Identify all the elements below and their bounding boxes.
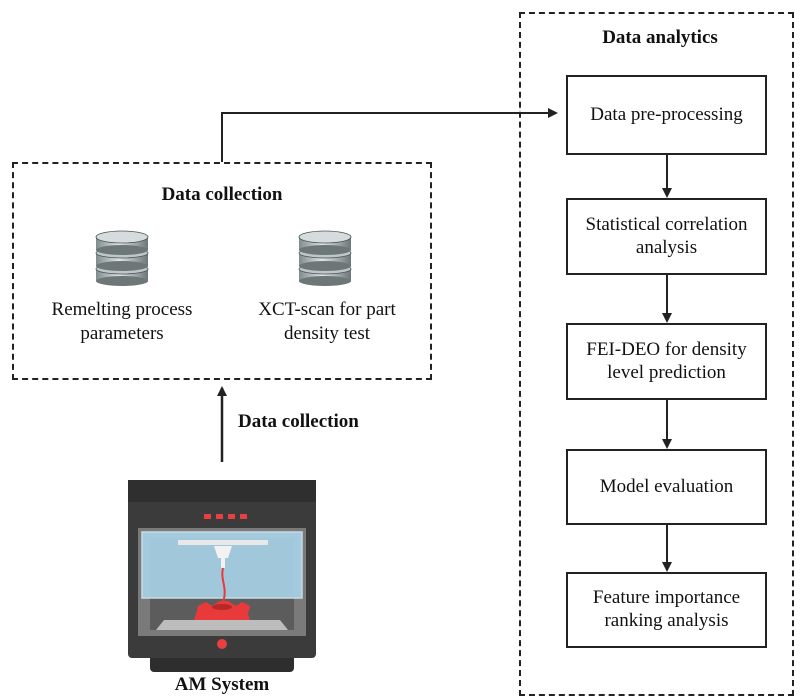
data-analytics-panel (519, 12, 794, 696)
step-data-preprocessing: Data pre-processing (566, 75, 767, 155)
source-label-xct-scan: XCT-scan for part density test (258, 299, 396, 344)
data-collection-title: Data collection (161, 184, 283, 205)
data-analytics-title: Data analytics (602, 27, 718, 48)
step-model-evaluation: Model evaluation (566, 449, 767, 525)
source-label-remelting: Remelting process parameters (51, 299, 193, 344)
data-collection-panel (12, 162, 432, 380)
database-icon (298, 230, 352, 286)
collection-to-preprocessing-arrow (221, 108, 558, 162)
step-fei-deo-prediction: FEI-DEO for density level prediction (566, 323, 767, 400)
arrow-label-data-collection: Data collection (238, 411, 359, 432)
am-system-label: AM System (174, 674, 270, 695)
step-feature-importance: Feature importance ranking analysis (566, 572, 767, 648)
step-statistical-correlation: Statistical correlation analysis (566, 198, 767, 275)
3d-printer-icon (128, 480, 316, 672)
database-icon (95, 230, 149, 286)
